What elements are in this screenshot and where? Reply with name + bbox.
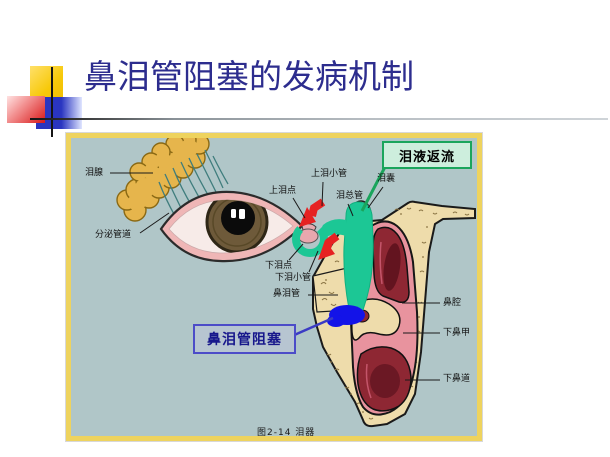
label-secretory-ducts: 分泌管道 — [95, 230, 132, 240]
label-nasolacrimal-duct: 鼻泪管 — [273, 289, 301, 299]
reflux-arrows — [299, 198, 340, 260]
leader-lines — [110, 172, 440, 381]
label-inferior-turbinate: 下鼻甲 — [443, 328, 471, 338]
label-upper-punctum: 上泪点 — [269, 186, 297, 196]
ornament-yellow-square — [30, 66, 63, 101]
label-inferior-meatus: 下鼻道 — [443, 374, 471, 384]
inferior-meatus-shape — [356, 346, 412, 412]
title-underline — [30, 118, 608, 120]
reflux-callout-box: 泪液返流 — [382, 141, 472, 169]
reflux-ring — [292, 221, 328, 257]
nasolacrimal-canal-bone — [312, 267, 352, 313]
nasal-cavity-mass — [372, 226, 410, 304]
label-nasal-cavity: 鼻腔 — [443, 298, 462, 308]
lacrimal-gland-shape — [116, 132, 210, 222]
panel-outer-border — [65, 132, 483, 442]
label-lacrimal-sac: 泪囊 — [377, 174, 396, 184]
panel-yellow-frame — [65, 132, 483, 442]
label-upper-canaliculus: 上泪小管 — [311, 169, 348, 179]
obstruction-blob — [327, 305, 365, 327]
pupil — [221, 201, 255, 235]
ornament-vertical-line — [51, 67, 53, 137]
obstruction-callout-line — [291, 316, 334, 338]
eye — [159, 190, 317, 263]
label-lower-canaliculus: 下泪小管 — [275, 273, 312, 283]
reflux-callout-line — [360, 164, 388, 212]
obstruction-callout-box: 鼻泪管阻塞 — [193, 324, 296, 354]
anatomy-diagram-panel: 泪腺 分泌管道 上泪点 上泪小管 泪总管 泪囊 下泪点 下泪小管 鼻泪管 鼻腔 … — [65, 132, 483, 442]
tear-reflux-overlay — [292, 164, 388, 313]
anatomy-artwork — [65, 132, 483, 442]
label-lower-punctum: 下泪点 — [265, 261, 293, 271]
label-lacrimal-gland: 泪腺 — [85, 168, 104, 178]
label-common-canaliculus: 泪总管 — [336, 191, 364, 201]
page-title: 鼻泪管阻塞的发病机制 — [84, 57, 414, 96]
figure-caption: 图2-14 泪器 — [257, 428, 316, 438]
